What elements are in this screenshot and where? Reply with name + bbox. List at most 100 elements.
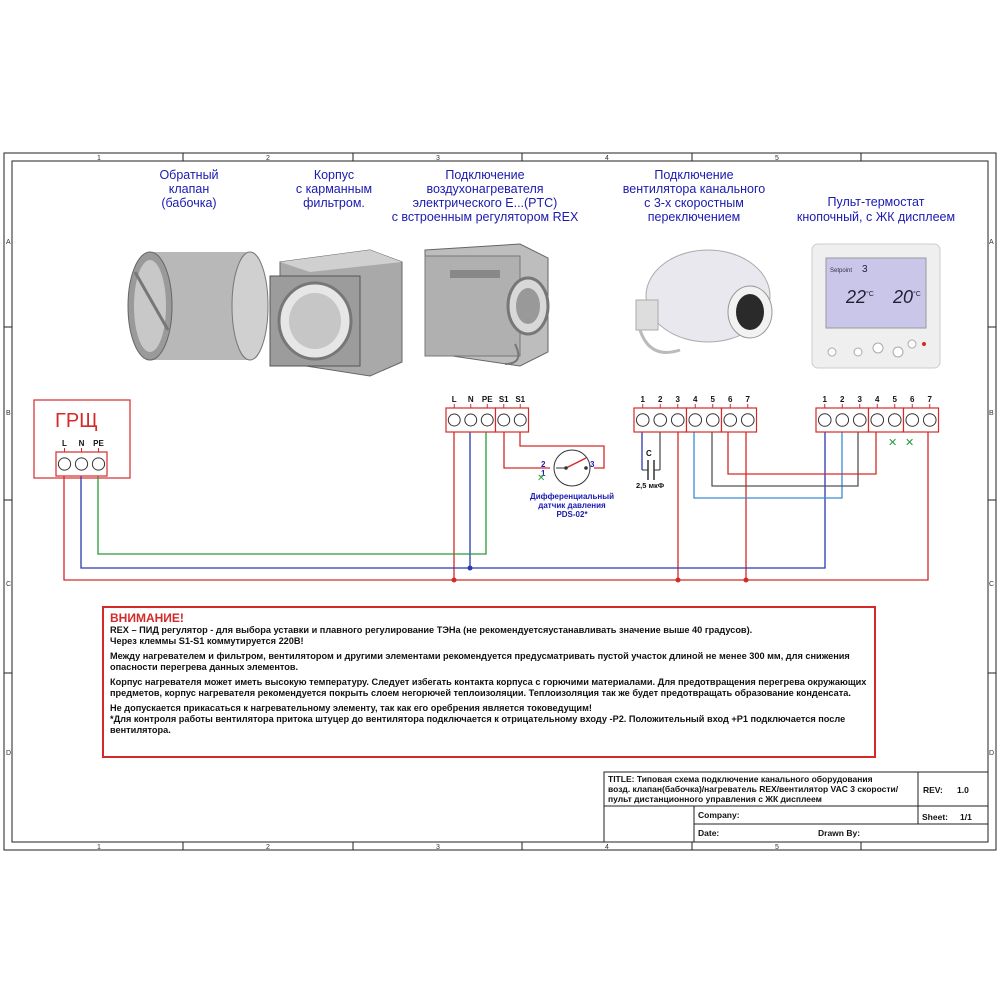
warning-notice: ВНИМАНИЕ! REX – ПИД регулятор - для выбо… — [102, 606, 876, 758]
fan-terminal-label: 3 — [676, 395, 681, 404]
thermostat-terminal-label: 5 — [893, 395, 898, 404]
title-line: Типовая схема подключение канального обо… — [636, 774, 873, 784]
svg-text:вентилятора канального: вентилятора канального — [623, 182, 766, 196]
fan-image — [635, 249, 773, 354]
heater-terminal-screw — [497, 413, 511, 427]
thermostat-terminal-label: 7 — [928, 395, 933, 404]
thermostat-unit-left: °C — [866, 290, 874, 298]
fan-terminal-label: 5 — [711, 395, 716, 404]
heater-terminal-label: L — [452, 395, 457, 404]
row-label: B — [989, 410, 994, 417]
notice-p4: Корпус нагревателя может иметь высокую т… — [110, 677, 867, 698]
thermostat-temp-left: 22 — [845, 287, 866, 307]
x-mark-icon: ✕ — [905, 437, 914, 449]
rev-label: REV: — [923, 785, 943, 795]
caption-valve: Обратный клапан (бабочка) — [159, 168, 218, 210]
thermostat-terminal-screw — [852, 413, 867, 427]
sensor-label: датчик давления — [538, 501, 606, 510]
thermostat-terminal-screw — [870, 413, 885, 427]
svg-text:Пульт-термостат: Пульт-термостат — [828, 195, 925, 209]
caption-filter: Корпус с карманным фильтром. — [296, 168, 372, 210]
x-mark-icon: ✕ — [537, 473, 545, 484]
heater-terminal-screw — [513, 413, 527, 427]
thermostat-terminal-label: 6 — [910, 395, 915, 404]
grsh-terminal-screw — [57, 457, 72, 471]
grsh-terminal-label: N — [79, 439, 85, 448]
pressure-sensor: 2 1 3 ✕ Дифференциальный датчик давления… — [530, 449, 614, 519]
svg-text:с карманным: с карманным — [296, 182, 372, 196]
svg-text:Подключение: Подключение — [445, 168, 524, 182]
sensor-pin-1: 1 — [541, 469, 546, 478]
sheet-label: Sheet: — [922, 812, 948, 822]
notice-p3: Между нагревателем и фильтром, вентилято… — [110, 651, 850, 672]
sensor-pin-3: 3 — [590, 460, 595, 469]
inner-frame — [11, 160, 989, 843]
wire-N-main — [80, 432, 826, 569]
col-label: 5 — [775, 155, 779, 162]
sensor-label: PDS-02* — [556, 510, 588, 519]
svg-text:переключением: переключением — [648, 210, 741, 224]
title-line: возд. клапан(бабочка)/нагреватель REX/ве… — [608, 784, 899, 794]
capacitor-value: 2,5 мкФ — [636, 481, 665, 490]
wire-speed-mid — [711, 432, 859, 487]
fan-terminal-label: 6 — [728, 395, 733, 404]
grsh-terminal-screw — [91, 457, 106, 471]
thermostat-terminal-label: 1 — [823, 395, 828, 404]
row-label: D — [989, 750, 994, 757]
thermostat-temp-right: 20 — [892, 287, 913, 307]
svg-text:Подключение: Подключение — [654, 168, 733, 182]
col-label: 2 — [266, 155, 270, 162]
notice-p1: REX – ПИД регулятор - для выбора уставки… — [110, 625, 753, 635]
heater-terminal-label: N — [468, 395, 474, 404]
fan-terminal-label: 7 — [746, 395, 751, 404]
thermostat-setpoint-value: 3 — [862, 264, 868, 275]
fan-terminal-screw — [688, 413, 703, 427]
svg-text:Корпус: Корпус — [314, 168, 354, 182]
row-label: A — [6, 239, 11, 246]
notice-p2: Через клеммы S1-S1 коммутируется 220В! — [110, 636, 304, 646]
col-label: 3 — [436, 844, 440, 851]
caption-heater: Подключение воздухонагревателя электриче… — [392, 168, 579, 224]
capacitor-label: C — [646, 449, 652, 458]
wire-S1-b — [519, 432, 605, 469]
grsh-terminal-label: PE — [93, 439, 104, 448]
wiring — [63, 432, 929, 581]
grsh-terminal-label: L — [62, 439, 67, 448]
row-label: B — [6, 410, 11, 417]
heater-terminal-screw — [464, 413, 478, 427]
col-label: 1 — [97, 155, 101, 162]
heater-terminal-label: S1 — [499, 395, 509, 404]
svg-text:электрического Е...(PTC): электрического Е...(PTC) — [413, 196, 558, 210]
grsh-panel-frame — [33, 399, 131, 479]
grsh-panel-title: ГРЩ — [55, 410, 98, 432]
fan-terminal-screw — [653, 413, 668, 427]
svg-text:(бабочка): (бабочка) — [161, 196, 216, 210]
x-mark-icon: ✕ — [888, 437, 897, 449]
wire-S1-a — [503, 432, 550, 469]
fan-terminal-label: 4 — [693, 395, 698, 404]
sheet-value: 1/1 — [960, 812, 972, 822]
rev-value: 1.0 — [957, 785, 969, 795]
warning-heading: ВНИМАНИЕ! — [110, 611, 184, 625]
heater-terminal-label: PE — [482, 395, 493, 404]
thermostat-terminal-screw — [817, 413, 832, 427]
sensor-pin-2: 2 — [541, 460, 546, 469]
title-block-title: TITLE: Типовая схема подключение канальн… — [608, 774, 914, 804]
wire-speed-low — [693, 432, 843, 499]
notice-p5: Не допускается прикасаться к нагреватель… — [110, 703, 592, 713]
thermostat-terminal-screw — [835, 413, 850, 427]
capacitor: C 2,5 мкФ — [636, 449, 665, 490]
fan-terminal-screw — [670, 413, 685, 427]
grsh-terminal-screw — [74, 457, 89, 471]
thermostat-terminal-label: 4 — [875, 395, 880, 404]
col-label: 3 — [436, 155, 440, 162]
col-label: 1 — [97, 844, 101, 851]
row-label: D — [6, 750, 11, 757]
col-label: 2 — [266, 844, 270, 851]
heater-terminal-label: S1 — [515, 395, 525, 404]
outer-frame — [3, 152, 997, 851]
company-label: Company: — [698, 810, 740, 820]
thermostat-terminal-label: 2 — [840, 395, 845, 404]
